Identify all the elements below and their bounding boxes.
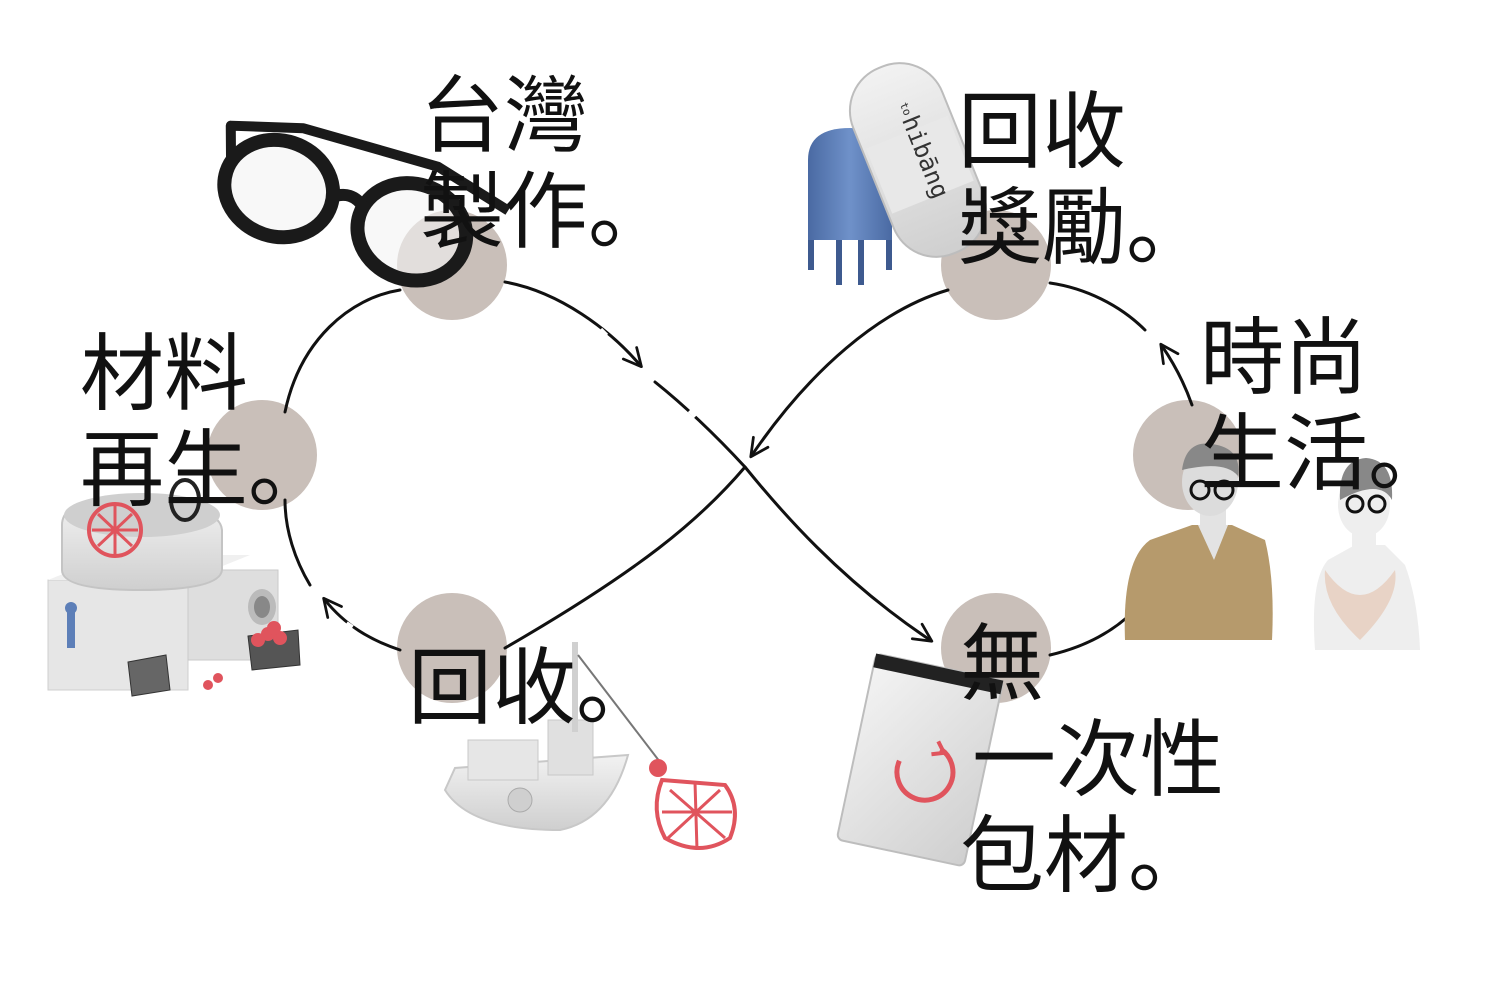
node-recycle xyxy=(397,593,507,703)
path-segment xyxy=(503,465,747,650)
infinity-path xyxy=(283,280,1194,657)
pouch-icon xyxy=(836,653,1004,867)
label-taiwan-made: 台灣 製作。 xyxy=(420,68,672,260)
path-segment xyxy=(322,596,402,652)
path-segment xyxy=(503,280,643,369)
path-segment xyxy=(1048,281,1147,332)
path-segment xyxy=(283,288,402,414)
path-segment xyxy=(1159,342,1194,407)
label-line: 時尚 xyxy=(1200,309,1369,407)
label-material-regen: 材料 再生。 xyxy=(80,326,332,518)
node-material-regen xyxy=(207,400,317,510)
label-line: 材料 xyxy=(80,325,249,423)
recycling-machine-icon xyxy=(47,478,301,697)
label-recycle: 回收。 xyxy=(408,640,660,736)
label-line: 包材。 xyxy=(960,807,1213,905)
path-segment xyxy=(749,288,950,459)
label-line: 獎勵。 xyxy=(958,179,1211,277)
net-icon xyxy=(649,759,737,851)
label-line: 回收。 xyxy=(408,639,661,737)
label-recycle-reward: 回收 獎勵。 xyxy=(958,84,1210,276)
label-line: 製作。 xyxy=(420,163,673,261)
label-line: 生活。 xyxy=(1200,405,1453,503)
brand-logo-small: to xyxy=(897,100,914,117)
label-line: 台灣 xyxy=(420,67,589,165)
label-line: 無 xyxy=(960,615,1045,713)
label-line: 一次性 xyxy=(972,711,1225,809)
path-gaps xyxy=(344,327,849,631)
label-no-disposable: 無 一次性 包材。 xyxy=(960,616,1224,904)
glasses-icon xyxy=(217,120,511,288)
capsule-box-icon: hibāng to xyxy=(848,62,988,258)
label-line: 再生。 xyxy=(80,421,333,519)
path-segment xyxy=(653,380,934,643)
fishing-boat-icon xyxy=(443,642,661,832)
mannequins-icon xyxy=(1124,443,1420,650)
label-line: 回收 xyxy=(958,83,1127,181)
label-fashion-life: 時尚 生活。 xyxy=(1200,310,1452,502)
path-segment xyxy=(283,498,312,587)
